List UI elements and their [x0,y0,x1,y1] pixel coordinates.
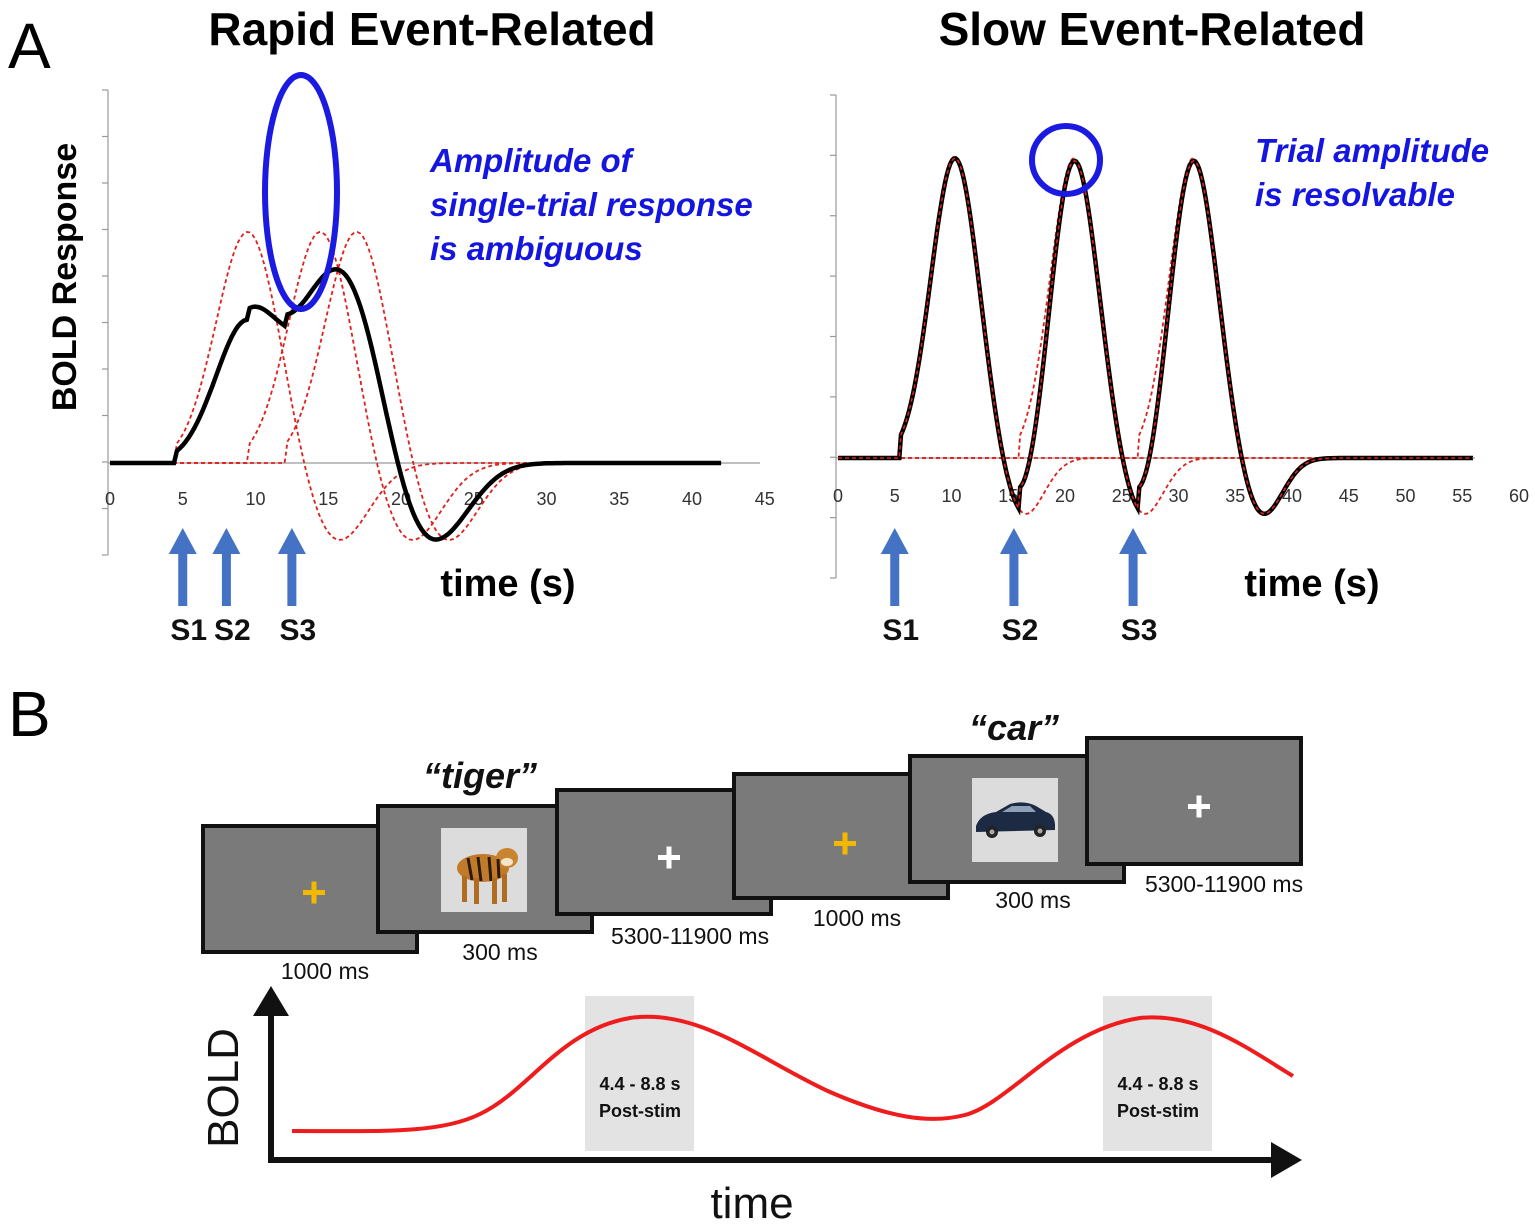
slow-note-line-1: Trial amplitude [1255,132,1489,169]
slow-resolvable-circle [1029,123,1103,197]
rapid-stim-arrowhead-2 [212,528,241,554]
rapid-tick-15: 15 [318,489,338,509]
rapid-single-trial-1 [110,231,722,541]
window-2-range: 4.4 - 8.8 s [1117,1074,1198,1094]
rapid-tick-0: 0 [105,489,115,509]
rapid-note-line-2: single-trial response [430,186,753,223]
slow-curves [838,155,1473,517]
slow-summed-overlay [838,157,1473,515]
slow-tick-45: 45 [1339,486,1359,506]
rapid-ylabel: BOLD Response [46,143,84,411]
rapid-note-line-3: is ambiguous [430,230,643,267]
slow-note: Trial amplitude is resolvable [1255,132,1489,213]
rapid-xlabel: time (s) [440,563,575,605]
slow-tick-60: 60 [1509,486,1529,506]
slow-tick-0: 0 [833,486,843,506]
duration-screen-6: 5300-11900 ms [1145,871,1303,897]
slow-stim-arrowhead-1 [880,528,909,554]
slow-stim-label-3: S3 [1121,614,1158,647]
yellow-fixation-cross-icon [834,832,856,855]
rapid-tick-5: 5 [178,489,188,509]
rapid-stim-arrowhead-1 [168,528,197,554]
rapid-note-line-1: Amplitude of [429,142,635,179]
slow-stimuli: S1 S2 S3 [880,528,1158,647]
slow-xlabel: time (s) [1244,563,1379,605]
window-2-label: Post-stim [1117,1101,1199,1121]
slow-tick-20: 20 [1055,486,1075,506]
rapid-stim-label-2: S2 [214,614,251,647]
rapid-single-trial-2 [110,231,722,541]
word-car: “car” [969,707,1059,748]
slow-tick-10: 10 [941,486,961,506]
rapid-summed-response [110,267,722,542]
car-icon [976,802,1055,838]
bold-axis-label: BOLD [199,1028,248,1148]
duration-screen-2: 300 ms [462,939,537,965]
post-stim-window-1: 4.4 - 8.8 s Post-stim [585,996,694,1151]
rapid-tick-45: 45 [755,489,775,509]
slow-tick-55: 55 [1452,486,1472,506]
rapid-tick-10: 10 [245,489,265,509]
slow-tick-25: 25 [1112,486,1132,506]
slow-tick-40: 40 [1282,486,1302,506]
duration-screen-5: 300 ms [995,887,1070,913]
word-tiger: “tiger” [423,755,537,796]
rapid-ambiguity-ellipse [262,72,340,312]
slow-note-line-2: is resolvable [1255,176,1455,213]
rapid-tick-35: 35 [609,489,629,509]
slow-tick-35: 35 [1225,486,1245,506]
bold-curve [291,1014,1295,1134]
duration-screen-4: 1000 ms [813,905,901,931]
rapid-stim-label-3: S3 [280,614,317,647]
bold-time-axes [253,986,1302,1178]
rapid-stim-arrowhead-3 [277,528,306,554]
slow-stim-arrowhead-3 [1119,528,1148,554]
window-1-range: 4.4 - 8.8 s [599,1074,680,1094]
panel-b-letter: B [8,678,51,750]
window-1-label: Post-stim [599,1101,681,1121]
slow-title: Slow Event-Related [939,3,1366,55]
slow-tick-50: 50 [1395,486,1415,506]
slow-stim-label-1: S1 [882,614,919,647]
rapid-title: Rapid Event-Related [208,3,655,55]
rapid-note: Amplitude of single-trial response is am… [429,142,753,267]
yellow-fixation-cross-icon [303,881,325,904]
rapid-tick-40: 40 [682,489,702,509]
rapid-single-trial-3 [110,231,722,541]
slow-tick-5: 5 [890,486,900,506]
panel-a-letter: A [8,10,51,82]
time-axis-label: time [710,1179,793,1228]
duration-screen-3: 5300-11900 ms [611,923,769,949]
slow-stim-arrowhead-2 [999,528,1028,554]
rapid-stim-label-1: S1 [170,614,207,647]
screen-6 [1085,736,1303,866]
rapid-curves [110,231,722,542]
duration-screen-1: 1000 ms [281,958,369,984]
tiger-icon [457,848,518,904]
rapid-tick-30: 30 [536,489,556,509]
white-fixation-cross-icon [1188,795,1210,818]
white-fixation-cross-icon [658,846,680,869]
slow-tick-30: 30 [1168,486,1188,506]
rapid-chart: Rapid Event-Related BOLD Response time (… [46,3,775,647]
slow-stim-label-2: S2 [1002,614,1039,647]
